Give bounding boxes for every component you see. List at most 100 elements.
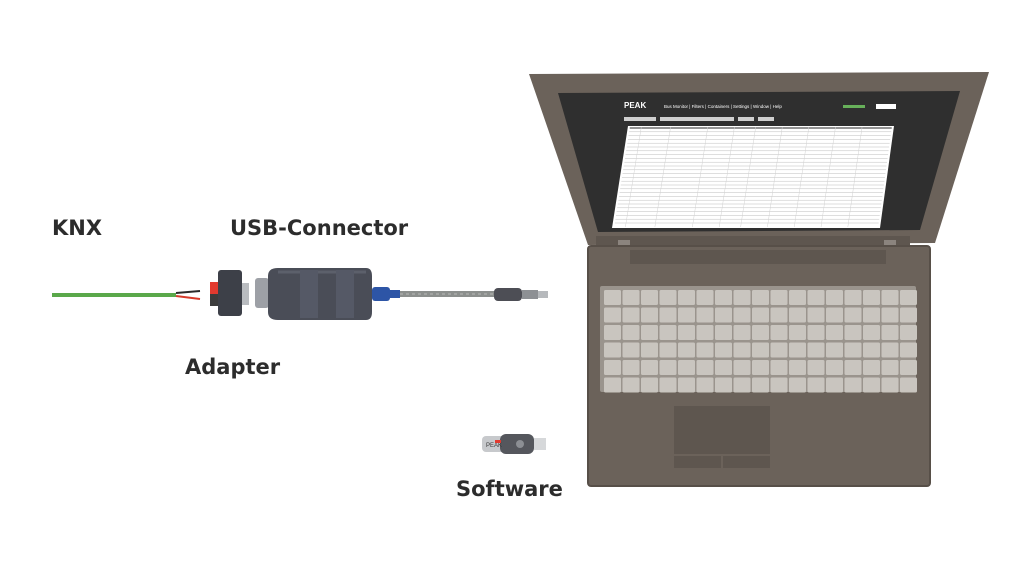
keyboard-key xyxy=(622,290,640,305)
keyboard-key xyxy=(622,377,640,393)
keyboard-key xyxy=(770,342,788,358)
keyboard-key xyxy=(807,290,825,305)
keyboard-key xyxy=(807,377,825,393)
keyboard-key xyxy=(696,360,714,375)
screen-search-box xyxy=(876,104,896,109)
keyboard-key xyxy=(678,342,695,358)
keyboard-key xyxy=(659,360,677,375)
screen-table-column-divider xyxy=(793,126,810,228)
keyboard-key xyxy=(604,342,621,358)
keyboard-key xyxy=(678,377,695,393)
keyboard-key xyxy=(863,290,880,305)
keyboard-key xyxy=(826,342,843,358)
knx-adapter xyxy=(210,270,249,316)
touchpad xyxy=(674,406,770,454)
keyboard-key xyxy=(881,290,899,305)
keyboard-key xyxy=(752,290,769,305)
software-label: Software xyxy=(456,477,563,501)
keyboard-key xyxy=(789,377,806,393)
keyboard-key xyxy=(715,342,732,358)
keyboard-key xyxy=(807,360,825,375)
usb-connector xyxy=(255,268,400,320)
keyboard-key xyxy=(715,307,732,323)
keyboard-key xyxy=(863,360,880,375)
keyboard-key xyxy=(752,360,769,375)
keyboard-key xyxy=(752,342,769,358)
keyboard-key xyxy=(659,377,677,393)
keyboard-key xyxy=(715,290,732,305)
keyboard-key xyxy=(659,290,677,305)
screen-table xyxy=(612,126,894,228)
keyboard-key xyxy=(733,377,751,393)
keyboard-key xyxy=(622,307,640,323)
keyboard-key xyxy=(863,307,880,323)
keyboard-key xyxy=(770,377,788,393)
keyboard-key xyxy=(678,290,695,305)
knx-cable xyxy=(52,290,201,300)
screen-table-column-divider xyxy=(654,126,671,228)
keyboard-key xyxy=(733,325,751,340)
keyboard-key xyxy=(604,290,621,305)
keyboard-key xyxy=(863,325,880,340)
keyboard-key xyxy=(622,325,640,340)
keyboard-key xyxy=(844,290,862,305)
screen-table-column-divider xyxy=(740,126,756,228)
keyboard-key xyxy=(659,342,677,358)
keyboard-key xyxy=(641,290,658,305)
screen-table-column-divider xyxy=(847,126,863,228)
touchpad-left-button xyxy=(674,456,721,468)
keyboard-key xyxy=(789,307,806,323)
keyboard-key xyxy=(752,307,769,323)
keyboard-key xyxy=(789,325,806,340)
usb-connector-label: USB-Connector xyxy=(230,216,409,240)
keyboard-key xyxy=(826,307,843,323)
keyboard-key xyxy=(696,342,714,358)
keyboard-key xyxy=(622,342,640,358)
keyboard-key xyxy=(641,377,658,393)
keyboard-key xyxy=(844,325,862,340)
usb-stick: PEAK xyxy=(482,434,546,454)
keyboard-key xyxy=(678,325,695,340)
keyboard-key xyxy=(844,307,862,323)
keyboard-key xyxy=(641,342,658,358)
keyboard-key xyxy=(659,307,677,323)
keyboard-key xyxy=(789,342,806,358)
usb-cable xyxy=(400,288,548,301)
keyboard-key xyxy=(715,360,732,375)
keyboard-key xyxy=(604,360,621,375)
keyboard-key xyxy=(733,342,751,358)
keyboard-key xyxy=(900,307,917,323)
keyboard-key xyxy=(770,307,788,323)
keyboard-key xyxy=(678,360,695,375)
screen-table-column-divider xyxy=(718,126,735,228)
keyboard-key xyxy=(807,307,825,323)
keyboard-key xyxy=(641,360,658,375)
keyboard-key xyxy=(696,307,714,323)
keyboard-key xyxy=(807,325,825,340)
keyboard-key xyxy=(696,325,714,340)
keyboard-key xyxy=(604,307,621,323)
keyboard-key xyxy=(770,325,788,340)
screen-table-rows xyxy=(614,126,892,228)
screen-logo: PEAK xyxy=(624,101,646,110)
keyboard-key xyxy=(789,360,806,375)
keyboard-key xyxy=(696,290,714,305)
adapter-label: Adapter xyxy=(185,355,281,379)
keyboard-key xyxy=(715,325,732,340)
keyboard-key xyxy=(863,342,880,358)
keyboard-key xyxy=(752,325,769,340)
keyboard-key xyxy=(641,307,658,323)
screen-menu: Bus Monitor | Filters | Containers | Set… xyxy=(664,104,782,109)
keyboard-key xyxy=(641,325,658,340)
keyboard-key xyxy=(881,342,899,358)
keyboard-key xyxy=(881,377,899,393)
keyboard-key xyxy=(826,290,843,305)
keyboard-key xyxy=(733,307,751,323)
keyboard-key xyxy=(789,290,806,305)
keyboard-key xyxy=(604,325,621,340)
keyboard-key xyxy=(826,325,843,340)
keyboard-key xyxy=(770,290,788,305)
keyboard-key xyxy=(715,377,732,393)
keyboard-key xyxy=(807,342,825,358)
